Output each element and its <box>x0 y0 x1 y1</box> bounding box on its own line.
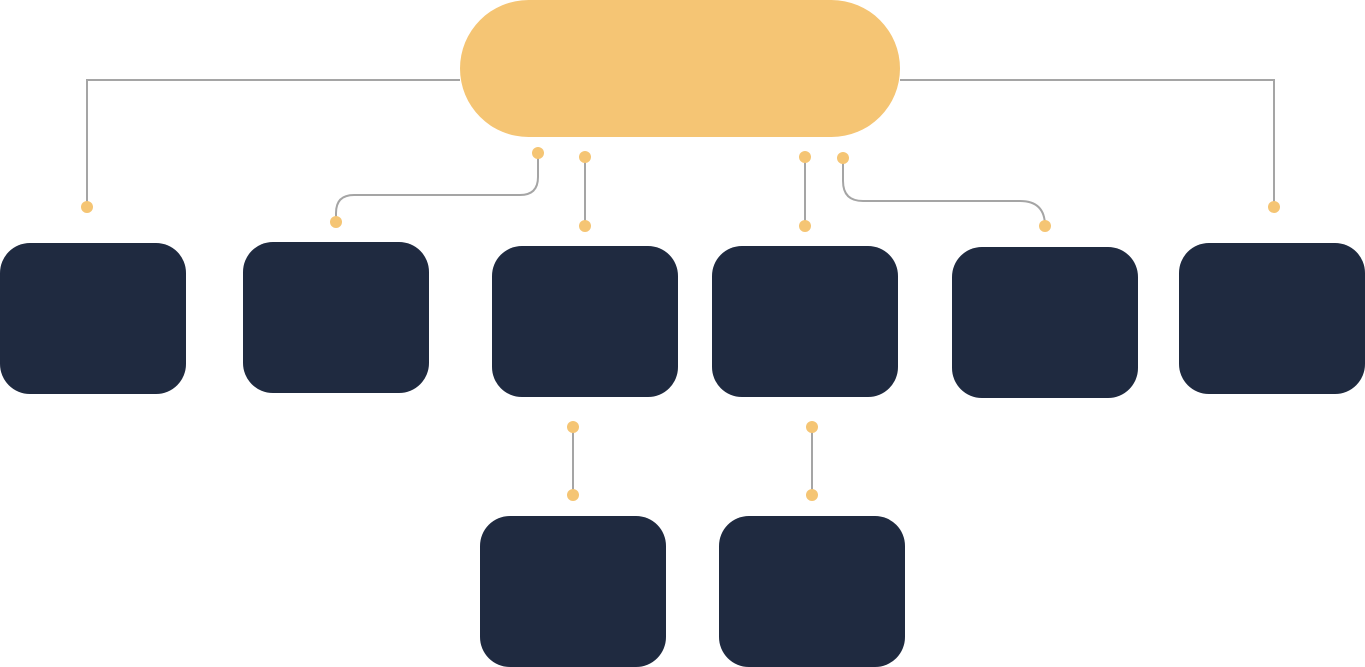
endpoint-dot-child-3-top <box>579 220 591 232</box>
child-node-1-shape <box>0 243 186 394</box>
child-nodes <box>0 242 1365 398</box>
connector-root-to-child-5 <box>842 158 1046 227</box>
endpoint-dot-child-5-top <box>1039 220 1051 232</box>
endpoint-dot-child-4-bottom <box>806 421 818 433</box>
child-node-5[interactable] <box>952 247 1138 398</box>
child-node-2-shape <box>243 242 429 393</box>
root-node[interactable] <box>460 0 900 137</box>
child-node-4-shape <box>712 246 898 397</box>
endpoint-dot-root-left-2 <box>579 151 591 163</box>
grandchild-node-2[interactable] <box>719 516 905 667</box>
endpoint-dot-child-6-top <box>1268 201 1280 213</box>
connector-root-to-child-2 <box>335 153 539 222</box>
child-node-1[interactable] <box>0 243 186 394</box>
child-node-6[interactable] <box>1179 243 1365 394</box>
grandchild-node-1-shape <box>480 516 666 667</box>
child-node-5-shape <box>952 247 1138 398</box>
child-node-3-shape <box>492 246 678 397</box>
endpoint-dot-grandchild-2-top <box>806 489 818 501</box>
endpoint-dot-child-1-top <box>81 201 93 213</box>
endpoint-dots <box>81 147 1280 501</box>
connector-root-to-child-6 <box>900 79 1275 207</box>
endpoint-dot-child-4-top <box>799 220 811 232</box>
endpoint-dot-root-right-2 <box>837 152 849 164</box>
root-node-shape <box>460 0 900 137</box>
endpoint-dot-grandchild-1-top <box>567 489 579 501</box>
connectors <box>86 79 1275 495</box>
grandchild-node-1[interactable] <box>480 516 666 667</box>
child-node-6-shape <box>1179 243 1365 394</box>
connector-root-to-child-1 <box>86 79 460 207</box>
endpoint-dot-root-left-1 <box>532 147 544 159</box>
grandchild-nodes <box>480 516 905 667</box>
endpoint-dot-child-2-top <box>330 216 342 228</box>
child-node-2[interactable] <box>243 242 429 393</box>
grandchild-node-2-shape <box>719 516 905 667</box>
endpoint-dot-child-3-bottom <box>567 421 579 433</box>
child-node-3[interactable] <box>492 246 678 397</box>
endpoint-dot-root-right-1 <box>799 151 811 163</box>
child-node-4[interactable] <box>712 246 898 397</box>
